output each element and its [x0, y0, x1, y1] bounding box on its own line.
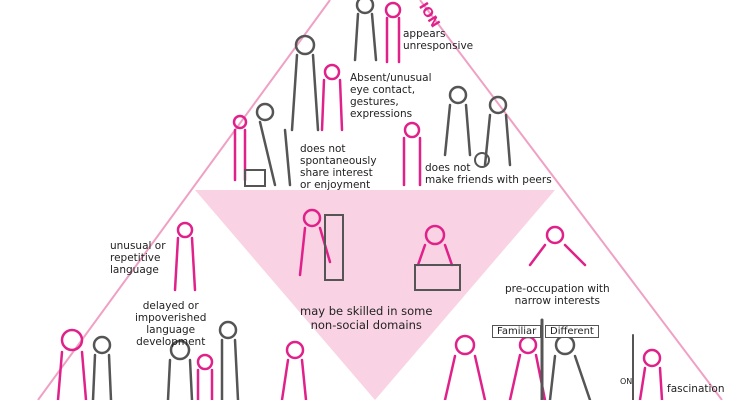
label-repetitive-language: unusual or repetitive language	[110, 240, 166, 276]
box	[244, 169, 266, 187]
label-delayed-language: delayed or impoverished language develop…	[135, 300, 207, 348]
figure-pink	[508, 335, 547, 400]
label-share-interest: does not spontaneously share interest or…	[300, 143, 377, 191]
label-narrow-interests: pre-occupation with narrow interests	[505, 283, 610, 307]
figure-gray	[443, 85, 472, 157]
figure-pink	[196, 353, 214, 400]
piano	[324, 214, 344, 281]
model-house	[414, 264, 461, 291]
figure-pink	[638, 348, 664, 400]
outer-right-edge	[419, 0, 723, 400]
label-appears-unresponsive: appears unresponsive	[403, 28, 474, 52]
inner-triangle	[195, 190, 555, 400]
figure-gray	[255, 102, 292, 187]
figure-gray	[483, 95, 512, 167]
figure-pink	[173, 221, 197, 292]
figure-gray	[166, 339, 194, 400]
figure-pink	[280, 340, 308, 400]
ball	[474, 152, 490, 168]
figure-pink	[402, 121, 422, 187]
figure-pink	[56, 328, 88, 400]
outer-left-edge	[37, 0, 331, 400]
sign-different: Different	[545, 325, 599, 338]
label-skilled: may be skilled in some non-social domain…	[300, 304, 433, 332]
figure-gray	[353, 0, 378, 62]
figure-pink	[320, 63, 344, 132]
figure-gray	[91, 335, 113, 400]
figure-gray	[290, 34, 320, 132]
figure-pink	[443, 334, 487, 400]
figure-pink	[384, 1, 402, 64]
figure-pink	[528, 225, 587, 267]
figure-gray	[548, 334, 592, 400]
label-eye-contact: Absent/unusual eye contact, gestures, ex…	[350, 72, 432, 120]
label-friends: does not make friends with peers	[425, 162, 552, 186]
sign-familiar: Familiar	[492, 325, 542, 338]
figure-gray	[218, 320, 240, 400]
switch-on-label: ON	[620, 377, 633, 386]
label-fascination: fascination	[667, 383, 725, 395]
figure-pink	[416, 224, 454, 267]
